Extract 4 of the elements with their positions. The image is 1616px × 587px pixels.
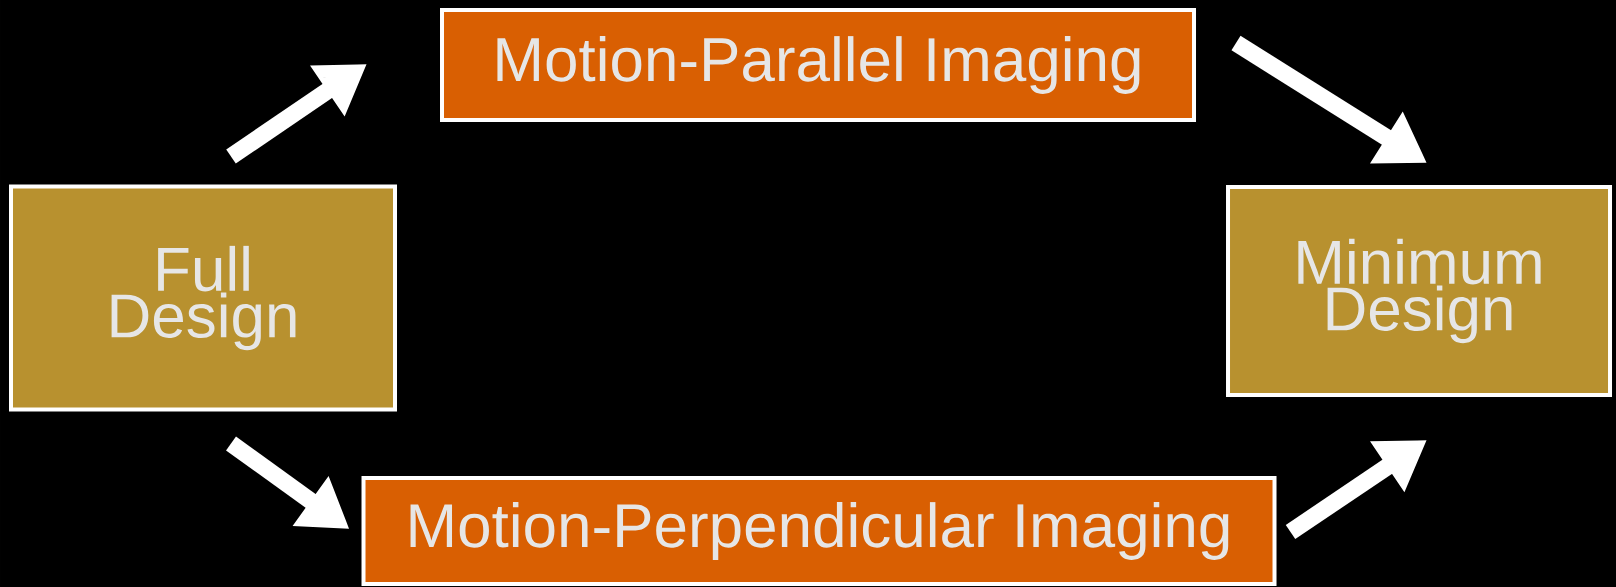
process-box: Motion-Perpendicular Imaging (361, 476, 1277, 586)
process-box: Motion-Parallel Imaging (440, 8, 1196, 122)
process-box: Minimum Design (1226, 185, 1612, 397)
process-box: Full Design (9, 184, 397, 412)
